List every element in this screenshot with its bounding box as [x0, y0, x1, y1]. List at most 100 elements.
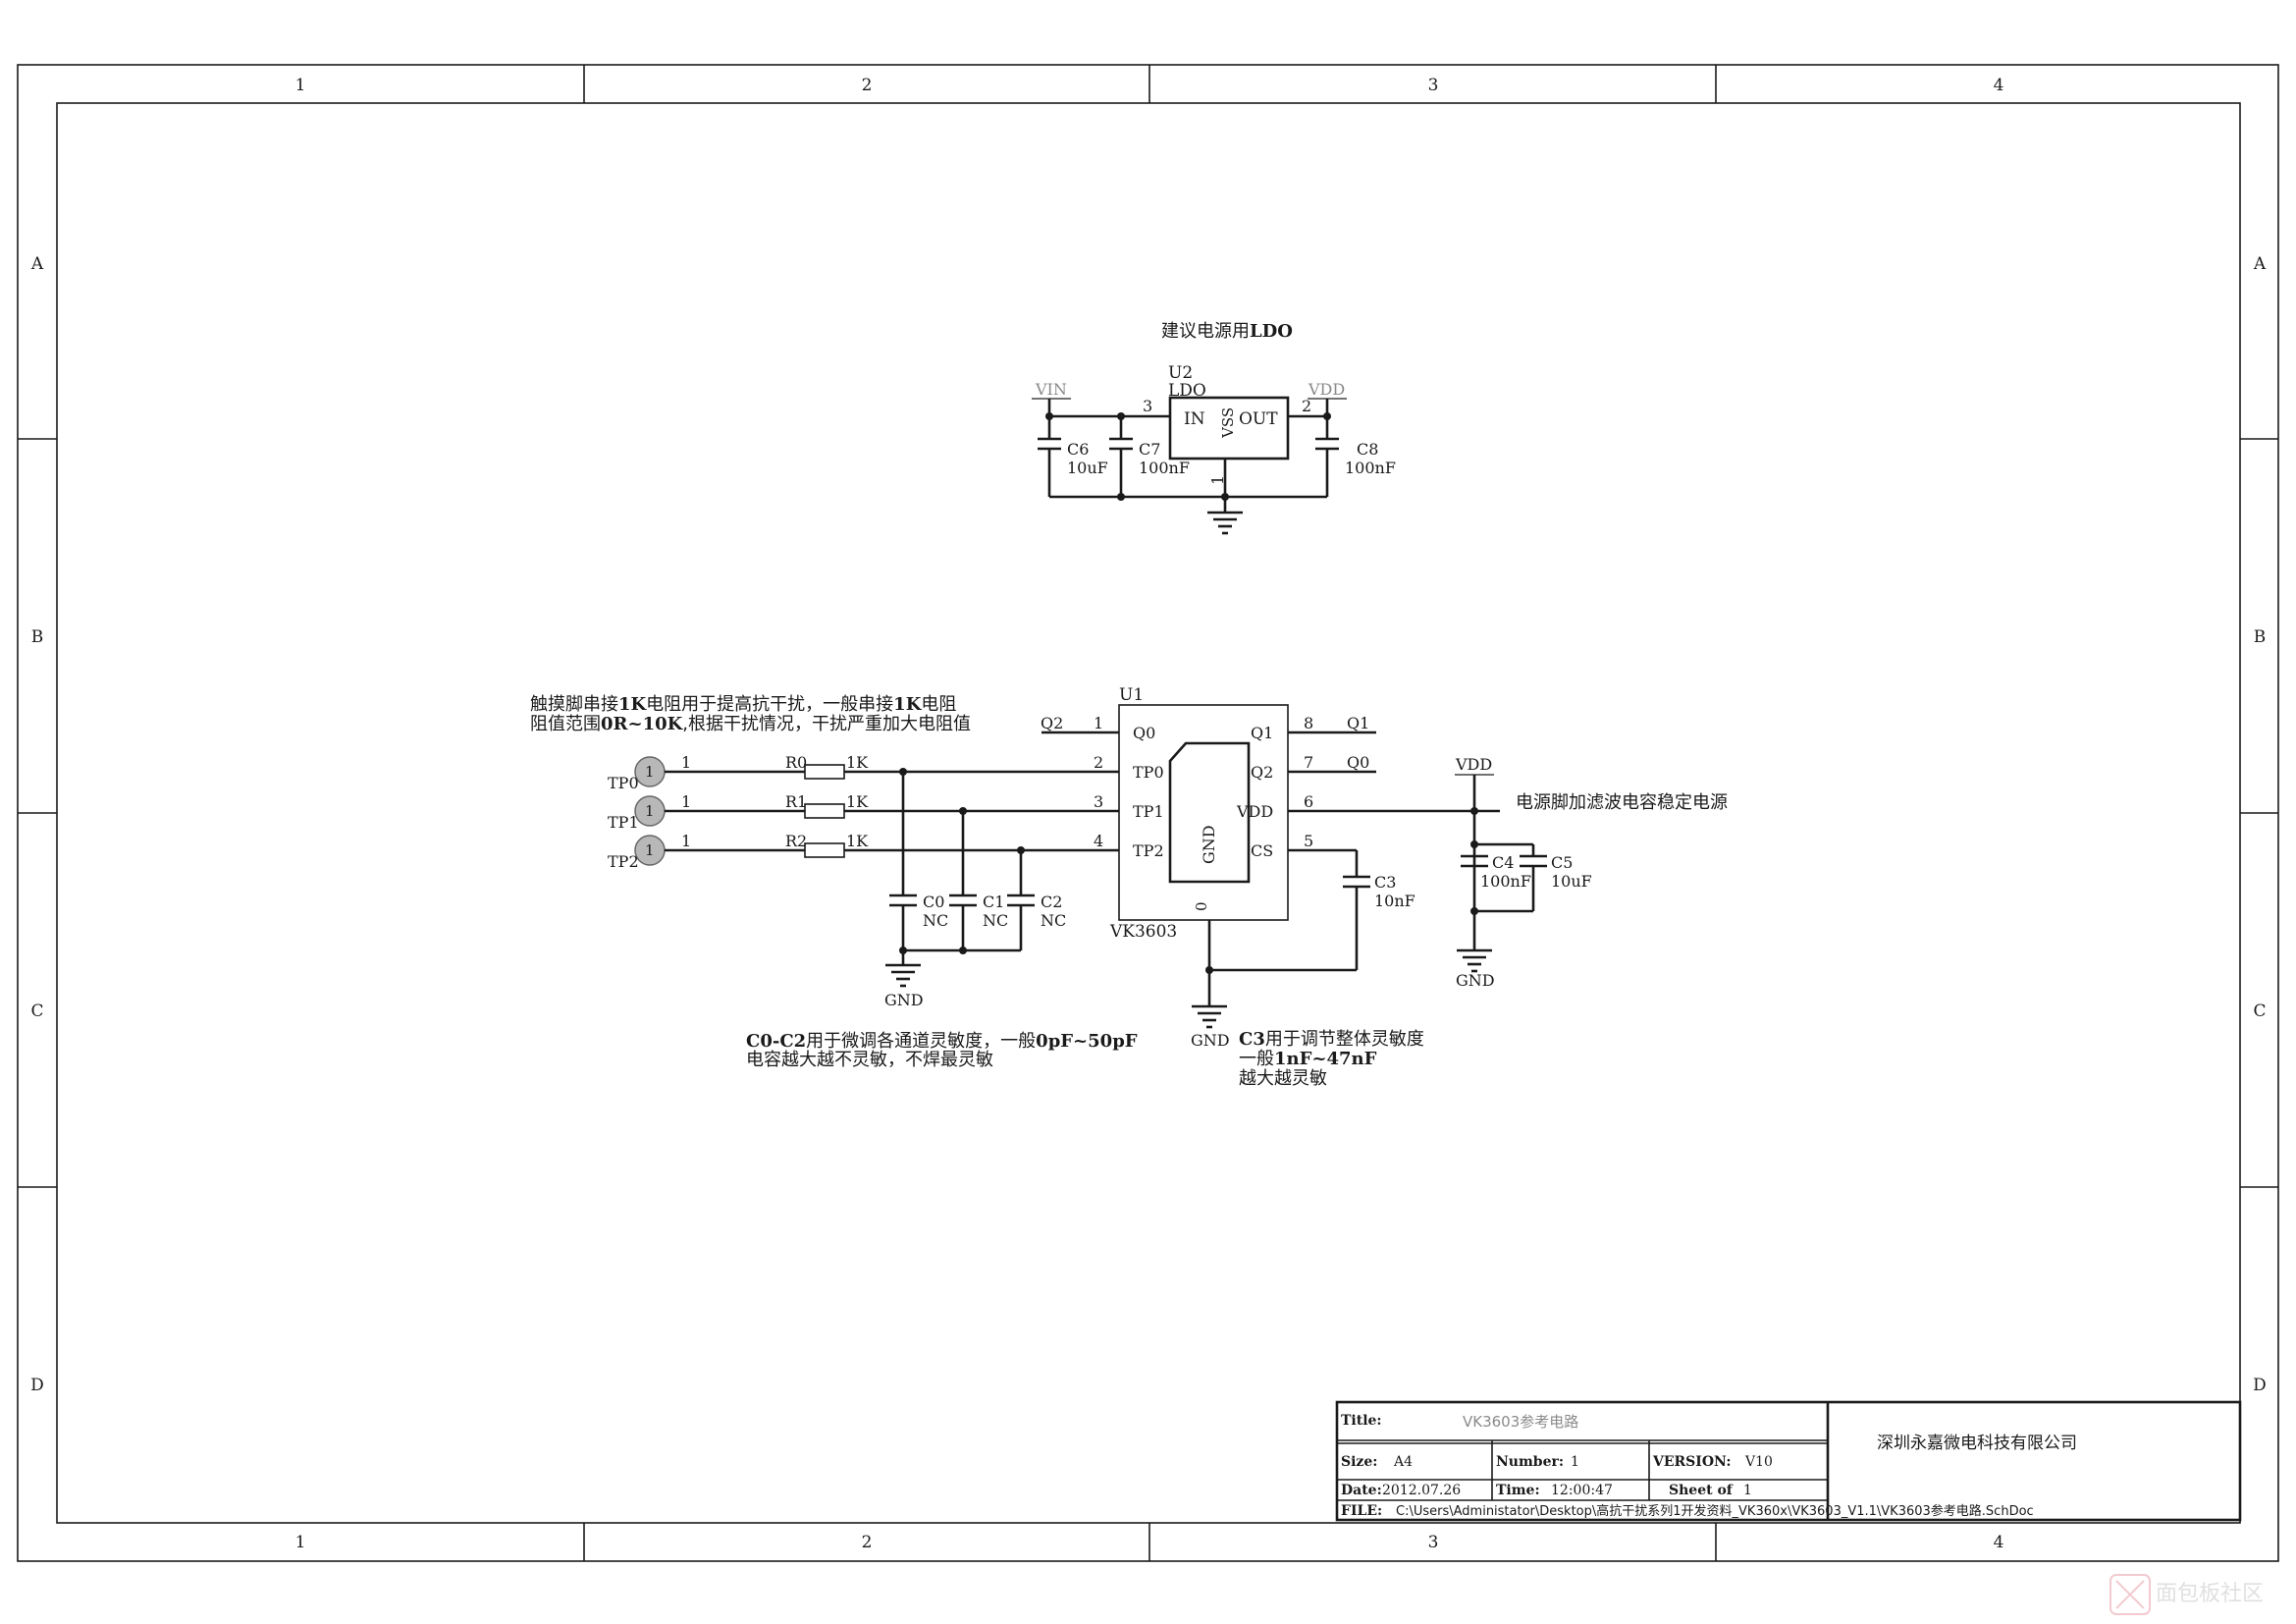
touch-pad-tp1-label: TP1 — [608, 813, 639, 832]
ldo-ref: U2 — [1168, 363, 1193, 383]
col-label-top-2: 2 — [862, 76, 873, 95]
vdd-label-main: VDD — [1455, 755, 1492, 774]
vdd-label-ldo: VDD — [1308, 380, 1345, 399]
watermark-text: 面包板社区 — [2156, 1582, 2264, 1606]
ldo-pin-gnd-num: 1 — [1208, 475, 1227, 485]
title-label: Title: — [1341, 1413, 1382, 1429]
cap-c4-ref: C4 — [1492, 853, 1514, 872]
ldo-section: 建议电源用LDO U2 LDO IN OUT VSS VIN 3 C6 10uF… — [1032, 321, 1396, 535]
number-value: 1 — [1571, 1454, 1579, 1470]
u1-pin-6-num: 6 — [1304, 792, 1313, 811]
title-value: VK3603参考电路 — [1463, 1413, 1578, 1431]
version-value: V10 — [1744, 1454, 1773, 1470]
c6-ref: C6 — [1067, 440, 1089, 459]
col-label-top-1: 1 — [295, 76, 306, 95]
note-c3-line3: 越大越灵敏 — [1239, 1068, 1327, 1089]
u1-pin-1-num: 1 — [1094, 714, 1103, 732]
ground-symbol-caps — [885, 963, 921, 988]
u1-pin-7: 7 Q2 Q0 — [1251, 753, 1376, 782]
u1-pin-6-name: VDD — [1236, 802, 1273, 821]
u1-pin-4: 4 TP2 — [1094, 832, 1164, 860]
u1-pin-3-name: TP1 — [1133, 802, 1164, 821]
resistor-r2-value: 1K — [846, 832, 869, 850]
row-label-left-d: D — [30, 1376, 44, 1395]
cap-c2-ref: C2 — [1041, 893, 1062, 911]
c8-ref: C8 — [1357, 440, 1378, 459]
c7-value: 100nF — [1139, 459, 1190, 477]
u1-pin-1-net: Q2 — [1041, 714, 1063, 732]
u1-pin-8-name: Q1 — [1251, 724, 1273, 742]
u1-pin-4-num: 4 — [1094, 832, 1103, 850]
touch-pad-tp1-pin: 1 — [681, 792, 691, 811]
size-value: A4 — [1393, 1454, 1413, 1470]
gnd-label-vdd: GND — [1456, 971, 1495, 990]
col-label-top-4: 4 — [1994, 76, 2004, 95]
watermark: 面包板社区 — [2109, 1574, 2264, 1615]
note-c3-line2: 一般1nF~47nF — [1239, 1049, 1377, 1069]
sheet-label: Sheet of — [1669, 1483, 1734, 1498]
touch-pad-tp2-inner: 1 — [645, 841, 655, 859]
u1-pin-2-name: TP0 — [1133, 763, 1164, 782]
cap-c3: C3 10nF — [1343, 850, 1415, 970]
ldo-ground-symbol — [1207, 511, 1243, 535]
touch-pad-tp0-inner: 1 — [645, 763, 655, 781]
row-label-left-a: A — [30, 254, 44, 274]
u1-pin-2-num: 2 — [1094, 753, 1103, 772]
cap-c2-value: NC — [1041, 911, 1066, 930]
row-label-right-c: C — [2253, 1001, 2266, 1021]
company-name: 深圳永嘉微电科技有限公司 — [1877, 1434, 2077, 1453]
note-c0c2-line2: 电容越大越不灵敏，不焊最灵敏 — [746, 1050, 993, 1070]
ldo-title: 建议电源用LDO — [1161, 321, 1293, 342]
u1-pin-6: 6 VDD — [1236, 792, 1313, 821]
cap-c1: C1 NC — [949, 811, 1008, 950]
ldo-pin-in: IN — [1184, 409, 1205, 429]
cap-c3-value: 10nF — [1374, 892, 1415, 910]
ldo-chip-body — [1168, 396, 1290, 460]
u1-pin-4-name: TP2 — [1133, 841, 1164, 860]
vdd-filter-note: 电源脚加滤波电容稳定电源 — [1516, 792, 1728, 813]
u1-pin-5-num: 5 — [1304, 832, 1313, 850]
resistor-r1-ref: R1 — [785, 792, 807, 811]
resistor-r0 — [804, 764, 845, 780]
cap-c1-ref: C1 — [983, 893, 1004, 911]
u1-pin-5: 5 CS — [1251, 832, 1313, 860]
u1-ref: U1 — [1119, 685, 1144, 705]
touch-section: 触摸脚串接1K电阻用于提高抗干扰，一般串接1K电阻 阻值范围0R~10K,根据干… — [530, 685, 1728, 1089]
cap-c0: C0 NC — [889, 772, 948, 950]
time-label: Time: — [1496, 1483, 1540, 1498]
resistor-r0-value: 1K — [846, 753, 869, 772]
u1-pin-5-name: CS — [1251, 841, 1273, 860]
c8-value: 100nF — [1345, 459, 1396, 477]
touch-pad-tp0-label: TP0 — [608, 774, 639, 792]
row-label-right-d: D — [2253, 1376, 2267, 1395]
u1-part: VK3603 — [1109, 922, 1177, 942]
touch-channel-tp1: 1 TP1 1 R1 1K — [608, 792, 1119, 832]
u1-gnd-label: GND — [1200, 825, 1218, 864]
row-label-right-a: A — [2253, 254, 2267, 274]
number-label: Number: — [1496, 1454, 1564, 1470]
date-label: Date: — [1341, 1483, 1382, 1498]
u1-pin-8-num: 8 — [1304, 714, 1313, 732]
u1-pin-7-net: Q0 — [1347, 753, 1369, 772]
c6-value: 10uF — [1067, 459, 1108, 477]
col-label-bottom-4: 4 — [1994, 1533, 2004, 1552]
gnd-label-u1: GND — [1191, 1031, 1230, 1050]
note-resistor-line1: 触摸脚串接1K电阻用于提高抗干扰，一般串接1K电阻 — [530, 694, 956, 715]
u1-outline — [1118, 704, 1289, 921]
note-resistor-line2: 阻值范围0R~10K,根据干扰情况，干扰严重加大电阻值 — [530, 714, 971, 734]
col-label-bottom-3: 3 — [1428, 1533, 1439, 1552]
u1-pin-8-net: Q1 — [1347, 714, 1369, 732]
ldo-pin-vss: VSS — [1219, 407, 1237, 439]
cap-c3-ref: C3 — [1374, 873, 1396, 892]
u1-gnd-pin: 0 — [1193, 901, 1210, 911]
cap-c4-value: 100nF — [1480, 872, 1531, 891]
u1-pin-3: 3 TP1 — [1094, 792, 1164, 821]
note-c0c2-line1: C0-C2用于微调各通道灵敏度，一般0pF~50pF — [746, 1031, 1138, 1052]
vin-label: VIN — [1035, 380, 1067, 399]
date-value: 2012.07.26 — [1382, 1483, 1461, 1498]
cap-c0-ref: C0 — [923, 893, 944, 911]
row-label-left-b: B — [31, 627, 44, 647]
touch-pad-tp2-pin: 1 — [681, 832, 691, 850]
u1-pin-1-name: Q0 — [1133, 724, 1155, 742]
sheet-value: 1 — [1743, 1483, 1752, 1498]
